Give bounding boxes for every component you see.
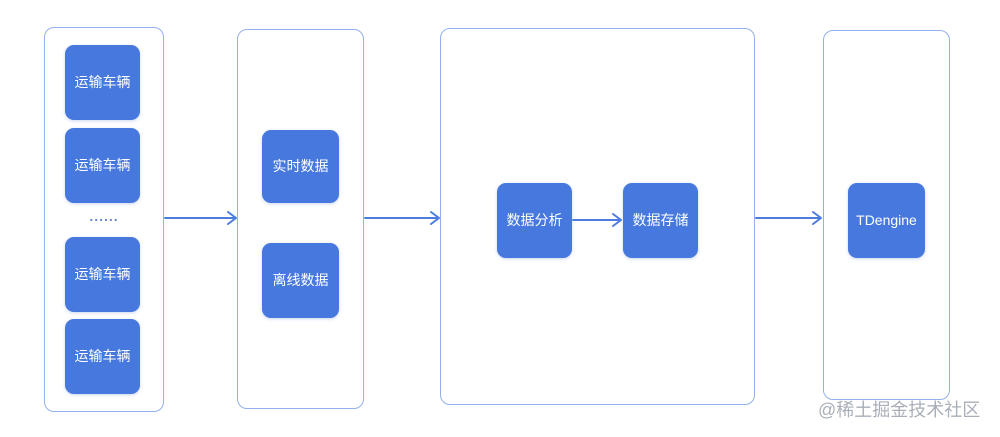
node-tdengine: TDengine <box>848 183 925 258</box>
node-transport-vehicle-2: 运输车辆 <box>65 128 140 203</box>
vehicles-ellipsis: ...... <box>89 208 119 224</box>
node-realtime-data: 实时数据 <box>262 130 339 203</box>
group-vehicles <box>44 27 164 412</box>
node-transport-vehicle-4: 运输车辆 <box>65 319 140 394</box>
node-offline-data: 离线数据 <box>262 243 339 318</box>
watermark-text: @稀土掘金技术社区 <box>818 400 981 420</box>
arrow-analysis-to-storage-icon <box>572 213 622 227</box>
node-data-storage: 数据存储 <box>623 183 698 258</box>
node-transport-vehicle-3: 运输车辆 <box>65 237 140 312</box>
group-processing <box>440 28 755 405</box>
node-data-analysis: 数据分析 <box>497 183 572 258</box>
arrow-ingest-to-processing-icon <box>364 211 440 225</box>
group-storage <box>823 30 950 400</box>
node-transport-vehicle-1: 运输车辆 <box>65 45 140 120</box>
arrow-processing-to-tdengine-icon <box>755 211 822 225</box>
arrow-vehicles-to-ingest-icon <box>164 211 237 225</box>
group-ingest <box>237 29 364 409</box>
